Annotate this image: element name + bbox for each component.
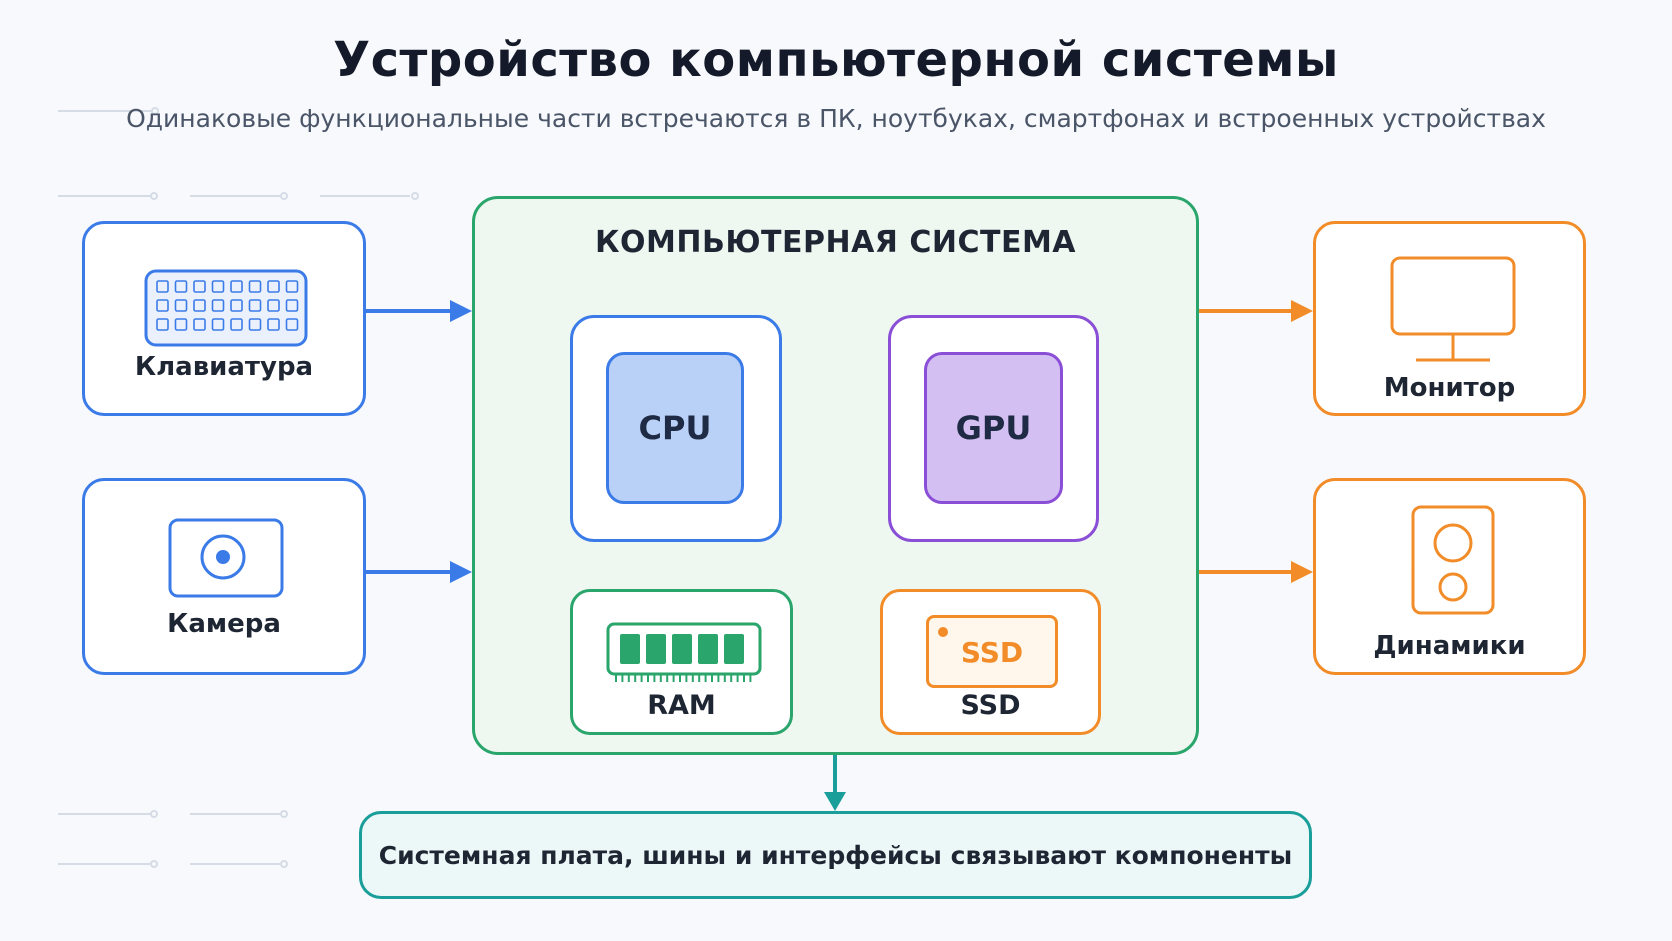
keyboard-key <box>248 299 262 312</box>
speaker-card: Динамики <box>1313 478 1586 675</box>
keyboard-key <box>267 280 280 293</box>
keyboard-icon <box>144 269 308 347</box>
system-title: КОМПЬЮТЕРНАЯ СИСТЕМА <box>594 225 1077 260</box>
bus-note: Системная плата, шины и интерфейсы связы… <box>359 811 1312 899</box>
keyboard-key <box>174 318 188 331</box>
keyboard-key <box>174 299 188 312</box>
camera-card: Камера <box>82 478 366 675</box>
monitor-icon <box>1390 256 1516 362</box>
cpu-core: CPU <box>606 352 744 504</box>
bus-arrow <box>824 755 846 811</box>
keyboard-key <box>285 318 299 331</box>
keyboard-key <box>211 299 225 312</box>
keyboard-key <box>156 299 169 312</box>
keyboard-key <box>211 318 225 331</box>
ssd-label: SSD <box>960 690 1021 721</box>
monitor-label: Монитор <box>1383 373 1516 403</box>
keyboard-key <box>267 299 280 312</box>
keyboard-key <box>211 280 225 293</box>
page-subtitle: Одинаковые функциональные части встречаю… <box>126 104 1546 133</box>
speaker-icon <box>1411 505 1495 615</box>
keyboard-key <box>285 299 299 312</box>
keyboard-label: Клавиатура <box>134 352 314 382</box>
camera-icon <box>168 518 284 598</box>
keyboard-key <box>230 318 243 331</box>
ram-icon <box>606 622 762 682</box>
keyboard-card: Клавиатура <box>82 221 366 416</box>
keyboard-key <box>248 318 262 331</box>
output-arrows <box>1199 300 1313 583</box>
bus-note-text: Системная плата, шины и интерфейсы связы… <box>378 840 1293 870</box>
keyboard-key <box>248 280 262 293</box>
ssd-icon-text: SSD <box>960 636 1024 669</box>
keyboard-key <box>285 280 299 293</box>
ram-module: RAM <box>570 589 793 735</box>
keyboard-key <box>156 280 169 293</box>
speaker-label: Динамики <box>1373 631 1526 661</box>
keyboard-key <box>193 299 206 312</box>
keyboard-key <box>193 318 206 331</box>
keyboard-key <box>174 280 188 293</box>
ssd-led-icon <box>938 627 948 637</box>
camera-label: Камера <box>167 609 281 639</box>
background-decoration <box>58 107 419 868</box>
gpu-core: GPU <box>924 352 1063 504</box>
keyboard-key <box>230 280 243 293</box>
ram-label: RAM <box>647 690 716 721</box>
monitor-card: Монитор <box>1313 221 1586 416</box>
input-arrows <box>366 300 472 583</box>
keyboard-key <box>267 318 280 331</box>
keyboard-key <box>230 299 243 312</box>
keyboard-key <box>193 280 206 293</box>
ssd-module: SSD SSD <box>880 589 1101 735</box>
keyboard-key <box>156 318 169 331</box>
page-title: Устройство компьютерной системы <box>333 32 1339 88</box>
ssd-icon: SSD <box>926 615 1058 688</box>
